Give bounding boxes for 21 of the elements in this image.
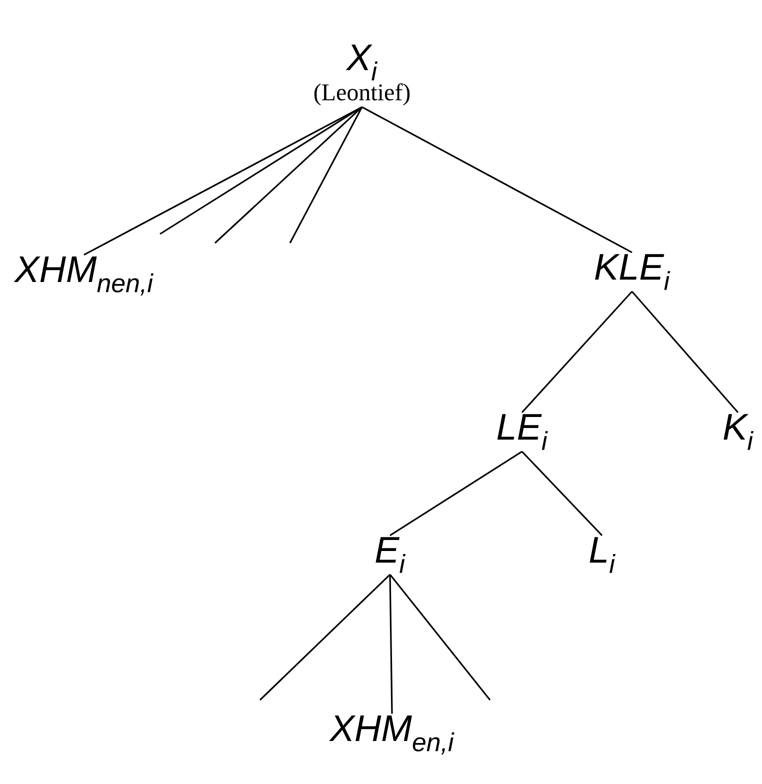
tree-line <box>389 574 491 700</box>
symbol-label: E$_{i}$ <box>376 537 406 573</box>
symbol-label: XHM$_{en,i}$ <box>329 716 454 754</box>
tree-line <box>160 106 362 235</box>
tree-line <box>214 106 363 244</box>
symbol-label: LE$_{i}$ <box>497 414 548 450</box>
symbol-label: K$_{i}$ <box>724 414 754 450</box>
tree-line <box>259 574 391 701</box>
tree-line <box>631 291 739 413</box>
function-label: (Leontief) <box>314 83 410 106</box>
tree-line <box>84 106 362 256</box>
tree-line <box>389 574 393 714</box>
tree-line <box>390 450 522 536</box>
tree-line <box>521 290 633 413</box>
symbol-label: X$_{i}$ <box>346 44 378 80</box>
symbol-label: XHM$_{nen,i}$ <box>14 256 154 296</box>
tree-line <box>289 106 363 244</box>
tree-line <box>362 106 632 254</box>
symbol-label: L$_{i}$ <box>590 537 616 573</box>
tree-line <box>521 450 603 536</box>
symbol-label: KLE$_{i}$ <box>595 254 670 290</box>
